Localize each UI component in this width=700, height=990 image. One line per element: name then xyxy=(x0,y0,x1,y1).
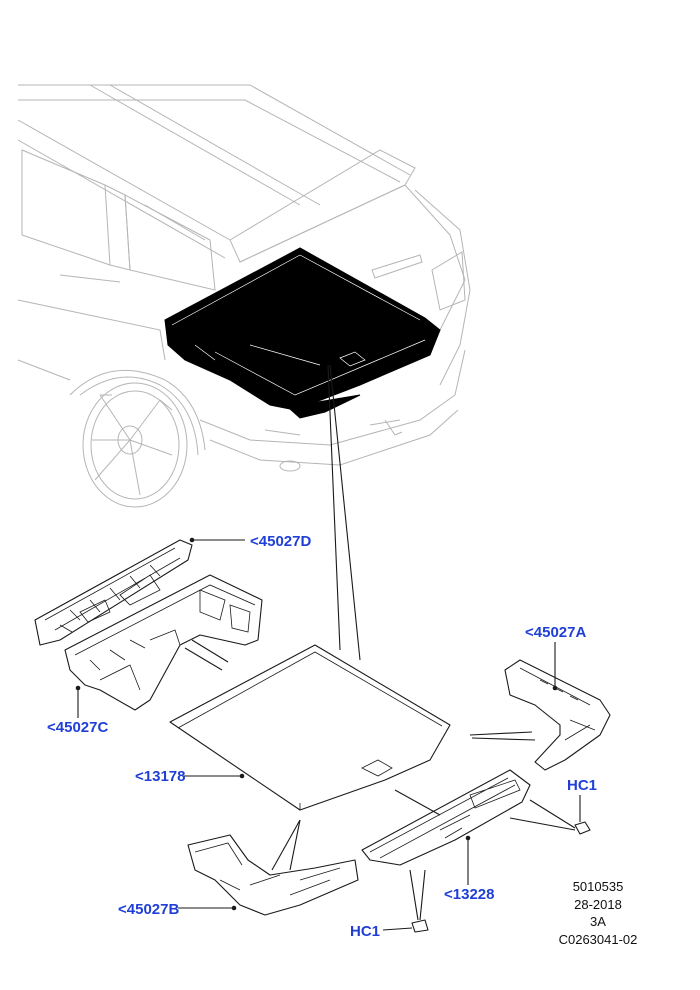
part-13178 xyxy=(169,644,451,811)
callout-45027C: <45027C xyxy=(47,719,108,736)
part-45027A xyxy=(504,659,611,771)
assembly-lines xyxy=(184,639,576,921)
part-45027C xyxy=(64,574,263,711)
callout-hc1-right: HC1 xyxy=(567,777,597,794)
explode-leaders xyxy=(327,364,361,661)
clip-hc1-bottom xyxy=(411,919,429,933)
reference-block: 5010535 28-2018 3A C0263041-02 xyxy=(559,879,638,947)
part-13228 xyxy=(361,769,531,866)
callout-hc1-bottom: HC1 xyxy=(350,923,380,940)
callout-13178: <13178 xyxy=(135,768,185,785)
reference-line-1: 5010535 xyxy=(573,879,624,894)
vehicle-outline xyxy=(17,84,471,508)
callout-13228: <13228 xyxy=(444,886,494,903)
callout-45027A: <45027A xyxy=(525,624,586,641)
loadspace-highlight xyxy=(164,247,441,419)
reference-line-3: 3A xyxy=(590,914,606,929)
reference-line-2: 28-2018 xyxy=(574,897,622,912)
callout-45027D: <45027D xyxy=(250,533,311,550)
part-45027B xyxy=(187,834,359,916)
reference-line-4: C0263041-02 xyxy=(559,932,638,947)
callout-45027B: <45027B xyxy=(118,901,179,918)
clip-hc1-right xyxy=(574,821,591,835)
part-45027D xyxy=(34,539,193,646)
callout-leaders xyxy=(75,537,581,931)
